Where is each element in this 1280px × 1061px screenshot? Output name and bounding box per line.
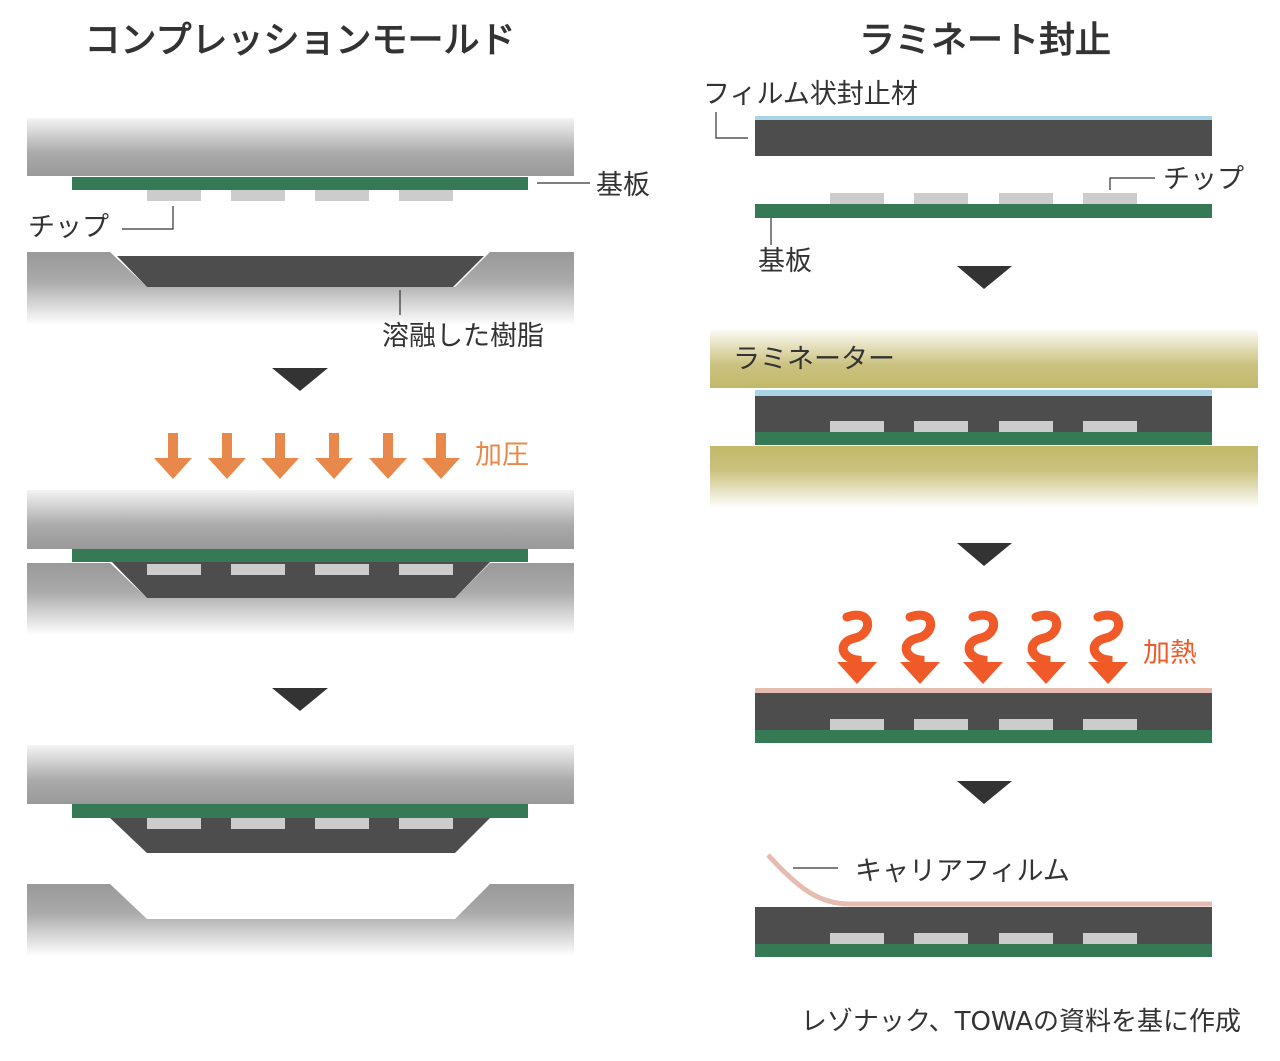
step-arrow-icon — [957, 266, 1012, 289]
pressure-arrows — [154, 433, 460, 479]
resin — [755, 907, 1212, 944]
upper-mold — [27, 745, 574, 804]
source-note: レゾナック、TOWAの資料を基に作成 — [801, 1007, 1241, 1037]
substrate — [72, 549, 528, 562]
chip — [830, 719, 884, 730]
step-arrow-icon — [957, 781, 1012, 804]
chip-leader-line — [1109, 177, 1155, 190]
lower-mold — [27, 884, 574, 956]
chip — [147, 564, 201, 575]
title-lamination: ラミネート封止 — [859, 20, 1111, 61]
chip — [830, 193, 884, 204]
carrier-film-peeling — [766, 853, 1212, 907]
heat-arrow-icon — [963, 610, 1003, 684]
lamination-stage-2: ラミネーター — [710, 330, 1258, 508]
chip — [315, 190, 369, 201]
lower-mold — [27, 563, 574, 635]
chip — [914, 719, 968, 730]
laminator-lower — [710, 446, 1258, 508]
encapsulated-resin — [110, 818, 490, 853]
chip — [999, 719, 1053, 730]
compression-stage-2 — [27, 490, 574, 635]
step-arrow-icon — [957, 543, 1012, 566]
chip — [830, 933, 884, 944]
substrate — [72, 804, 528, 818]
chip — [399, 564, 453, 575]
chip-label: チップ — [1163, 164, 1244, 195]
resin — [755, 693, 1212, 730]
chip — [147, 818, 201, 829]
chip — [399, 818, 453, 829]
pressure-arrow-icon — [422, 433, 460, 479]
film-encapsulant-label: フィルム状封止材 — [703, 79, 918, 110]
compression-stage-1: 基板 チップ 溶融した樹脂 — [27, 118, 650, 352]
pressure-arrow-icon — [154, 433, 192, 479]
lamination-stage-3 — [755, 688, 1212, 743]
compression-stage-3 — [27, 745, 574, 956]
chip — [999, 933, 1053, 944]
substrate — [755, 944, 1212, 957]
chip — [1083, 193, 1137, 204]
upper-mold — [27, 118, 574, 176]
chip — [231, 818, 285, 829]
heat-arrow-icon — [900, 610, 940, 684]
chip — [315, 564, 369, 575]
chip — [1083, 933, 1137, 944]
lower-mold — [27, 252, 574, 325]
film-cover — [755, 116, 1212, 120]
lamination-stage-4: キャリアフィルム — [755, 853, 1212, 957]
pressure-arrow-icon — [208, 433, 246, 479]
chip-leader-line — [122, 206, 174, 230]
substrate — [755, 432, 1212, 445]
carrier-film — [755, 688, 1212, 693]
pressure-arrow-icon — [315, 433, 353, 479]
chip — [914, 421, 968, 432]
chip — [231, 564, 285, 575]
chip — [830, 421, 884, 432]
molten-resin-label: 溶融した樹脂 — [382, 321, 544, 352]
resin — [755, 396, 1212, 432]
step-arrow-icon — [272, 368, 328, 391]
heat-arrows — [837, 610, 1128, 684]
laminator-upper — [710, 330, 1258, 388]
laminator-label: ラミネーター — [733, 344, 895, 375]
resin — [112, 562, 490, 598]
chip — [999, 421, 1053, 432]
pressure-arrow-icon — [261, 433, 299, 479]
molten-resin — [117, 256, 484, 287]
chip — [147, 190, 201, 201]
lamination-stage-1: フィルム状封止材 チップ 基板 — [703, 79, 1244, 277]
upper-mold — [27, 490, 574, 549]
title-compression-mold: コンプレッションモールド — [85, 20, 516, 61]
chip — [1083, 421, 1137, 432]
film-leader-line — [715, 112, 748, 139]
chip — [399, 190, 453, 201]
heat-arrow-icon — [837, 610, 877, 684]
step-arrow-icon — [272, 688, 328, 711]
substrate — [755, 204, 1212, 218]
chip — [914, 933, 968, 944]
chip — [1083, 719, 1137, 730]
film-cover — [755, 390, 1212, 396]
substrate — [72, 177, 528, 190]
heating-label: 加熱 — [1143, 638, 1197, 669]
substrate-label: 基板 — [758, 246, 812, 277]
film-encapsulant — [755, 120, 1212, 156]
chip — [315, 818, 369, 829]
chip-label: チップ — [28, 212, 109, 243]
chip — [231, 190, 285, 201]
heat-arrow-icon — [1026, 610, 1066, 684]
carrier-film-label: キャリアフィルム — [855, 856, 1070, 887]
pressure-label: 加圧 — [475, 440, 529, 471]
chip — [999, 193, 1053, 204]
substrate — [755, 730, 1212, 743]
chip — [914, 193, 968, 204]
substrate-label: 基板 — [596, 170, 650, 201]
pressure-arrow-icon — [369, 433, 407, 479]
heat-arrow-icon — [1088, 610, 1128, 684]
